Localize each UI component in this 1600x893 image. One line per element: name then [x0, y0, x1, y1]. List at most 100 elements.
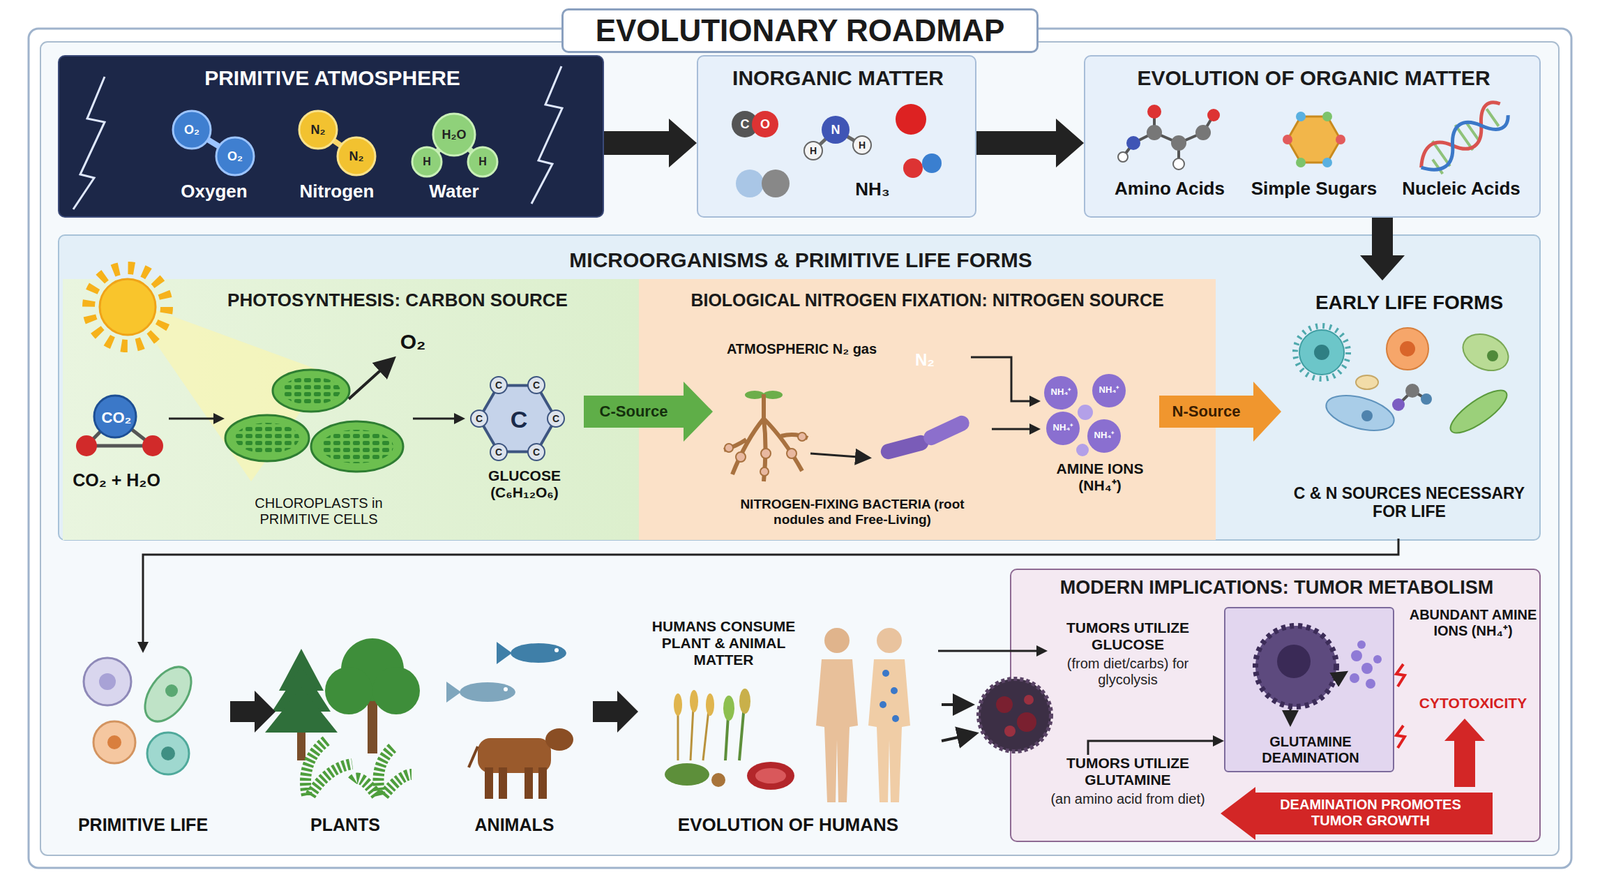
plants	[305, 739, 412, 796]
text-wrap: O₂	[165, 149, 305, 164]
text-wrap: Amino Acids	[1099, 178, 1240, 200]
block-arrow	[583, 381, 713, 442]
block-arrow	[604, 118, 697, 168]
node-heading: HUMANS CONSUME PLANT & ANIMAL MATTER	[638, 617, 810, 669]
amino-acid-icon	[1195, 124, 1211, 141]
text-wrap: C	[466, 446, 607, 458]
bacteria-node: NITROGEN-FIXING BACTERIA (root nodules a…	[712, 391, 992, 535]
tumor-cell	[1351, 650, 1363, 662]
label: Oxygen	[144, 181, 284, 203]
text-wrap: NITROGEN-FIXING BACTERIA (root nodules a…	[726, 496, 978, 528]
animals	[524, 767, 533, 799]
sugar-icon	[1322, 157, 1333, 168]
chloroplast	[348, 359, 392, 399]
arrowhead	[1036, 645, 1048, 657]
title: EVOLUTIONARY ROADMAP	[563, 13, 1037, 49]
food-and-humans	[723, 695, 735, 721]
label: N₂	[248, 122, 388, 138]
root-nodules	[921, 412, 973, 448]
co2-molecule	[86, 444, 153, 448]
text-wrap: C & N SOURCES NECESSARY FOR LIFE	[1281, 484, 1538, 522]
root-nodules	[744, 390, 765, 399]
text-wrap: C	[409, 412, 549, 425]
root-nodules	[878, 433, 930, 461]
text-wrap: CO₂	[95, 408, 138, 427]
food-and-humans	[664, 763, 710, 786]
label: O₂	[343, 329, 483, 355]
node-text: N₂	[903, 350, 946, 370]
food-and-humans	[879, 700, 887, 708]
root-nodules	[760, 448, 771, 459]
text-wrap: H₂O	[384, 127, 524, 143]
food-and-humans	[882, 669, 890, 677]
dna-icon	[1413, 99, 1513, 180]
text-wrap: INORGANIC MATTER	[698, 66, 978, 91]
edge-label: C-Source	[597, 402, 671, 420]
primitive-cells	[83, 657, 201, 775]
text-wrap: N₂	[248, 122, 388, 138]
label: H₂O	[384, 127, 524, 143]
text-wrap: PHOTOSYNTHESIS: CARBON SOURCE	[181, 290, 614, 312]
connector-line	[412, 417, 456, 420]
glucose-hexagon	[470, 376, 565, 461]
text-wrap: MODERN IMPLICATIONS: TUMOR METABOLISM	[1011, 576, 1543, 599]
node-heading: BIOLOGICAL NITROGEN FIXATION: NITROGEN S…	[652, 290, 1202, 311]
text-wrap: C	[428, 446, 569, 458]
amino-acid-icon	[1173, 158, 1185, 170]
primitive-cells	[165, 684, 178, 697]
implications-panel: MODERN IMPLICATIONS: TUMOR METABOLISM TUM…	[1009, 568, 1541, 842]
label: NH₄⁺	[1039, 385, 1179, 396]
text-wrap: (from diet/carbs) for glycolysis	[1047, 655, 1209, 688]
node-text: C & N SOURCES NECESSARY FOR LIFE	[1281, 484, 1538, 522]
label: NH₃	[802, 179, 943, 201]
node-heading: TUMORS UTILIZE GLUTAMINE	[1047, 754, 1209, 789]
connector	[592, 690, 639, 733]
label: O	[695, 117, 835, 132]
connector-line	[142, 538, 1399, 644]
arrowhead	[137, 641, 149, 653]
amino-acid-icon	[1171, 135, 1187, 151]
text-wrap: EVOLUTION OF ORGANIC MATTER	[1085, 66, 1543, 91]
connector	[970, 357, 1041, 407]
amino-acid-icon	[1118, 104, 1220, 170]
text-wrap: N₂	[286, 149, 427, 164]
tumor	[1016, 712, 1037, 732]
note-node: TUMORS UTILIZE GLUTAMINE(an amino acid f…	[1047, 754, 1209, 842]
plants	[272, 666, 331, 712]
food-and-humans	[677, 693, 711, 761]
cell-box: GLUTAMINE DEAMINATION	[1224, 606, 1395, 773]
arrowhead	[1029, 423, 1041, 435]
plants	[297, 725, 306, 761]
text-wrap: Simple Sugars	[1244, 178, 1384, 200]
plants	[265, 638, 420, 796]
early-cells	[1399, 341, 1416, 357]
node-heading: C	[491, 405, 547, 434]
node-heading: NITROGEN-FIXING BACTERIA (root nodules a…	[726, 496, 978, 528]
inorganic-molecules	[895, 103, 927, 135]
animals	[554, 647, 559, 653]
label: C	[466, 446, 607, 458]
primitive-cells	[107, 735, 122, 750]
animals	[468, 746, 478, 768]
node-text: (an amino acid from diet)	[1047, 790, 1209, 807]
root-nodules	[724, 443, 734, 452]
text-wrap: EVOLUTION OF HUMANS	[638, 814, 939, 836]
node-text: CO₂ + H₂O	[64, 470, 169, 491]
label: Amino Acids	[1099, 178, 1240, 200]
text-wrap: Water	[384, 181, 524, 203]
primitive-cells	[147, 732, 190, 775]
primitive-cells	[93, 721, 136, 764]
connector	[1444, 718, 1485, 787]
food-and-humans	[711, 772, 726, 787]
block-arrow	[976, 118, 1084, 168]
text-wrap: HUMANS CONSUME PLANT & ANIMAL MATTER	[638, 617, 810, 669]
text-wrap: ATMOSPHERIC N₂ gas	[712, 341, 891, 358]
glucose-hexagon	[479, 385, 556, 452]
stage-node: PLANTS	[275, 652, 415, 843]
tumor-cell	[1277, 644, 1311, 678]
plants	[372, 666, 420, 715]
connector	[137, 538, 1399, 653]
inorganic-molecules	[922, 153, 942, 173]
